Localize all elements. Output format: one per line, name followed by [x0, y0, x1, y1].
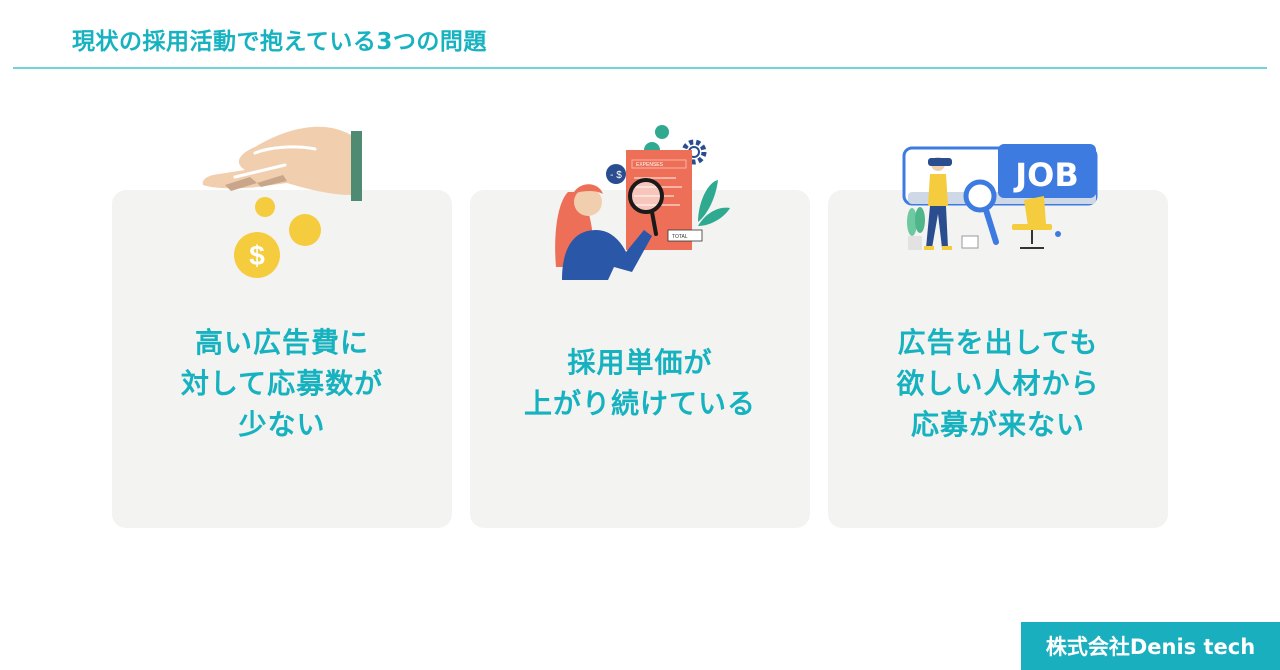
problem-card-1: 高い広告費に 対して応募数が 少ない	[112, 190, 452, 528]
problem-card-3-text: 広告を出しても 欲しい人材から 応募が来ない	[896, 325, 1100, 441]
dollar-sign-label: $	[249, 240, 265, 271]
problem-card-3: 広告を出しても 欲しい人材から 応募が来ない	[828, 190, 1168, 528]
title-divider	[13, 67, 1267, 69]
problem-card-2-text: 採用単価が 上がり続けている	[523, 346, 756, 420]
minus-dollar-label: - $	[610, 170, 622, 181]
expense-report-inspection-icon: - $ EXPENSES TOTAL	[555, 125, 730, 280]
report-total-label: TOTAL	[672, 234, 688, 240]
page-title: 現状の採用活動で抱えている3つの問題	[72, 29, 487, 55]
job-sign-label: JOB	[1013, 156, 1079, 194]
report-header-label: EXPENSES	[636, 162, 664, 168]
hand-coins-icon: $	[202, 126, 362, 278]
job-search-icon: JOB	[902, 144, 1098, 250]
problem-card-1-text: 高い広告費に 対して応募数が 少ない	[180, 325, 384, 441]
company-badge: 株式会社Denis tech	[1021, 622, 1280, 670]
